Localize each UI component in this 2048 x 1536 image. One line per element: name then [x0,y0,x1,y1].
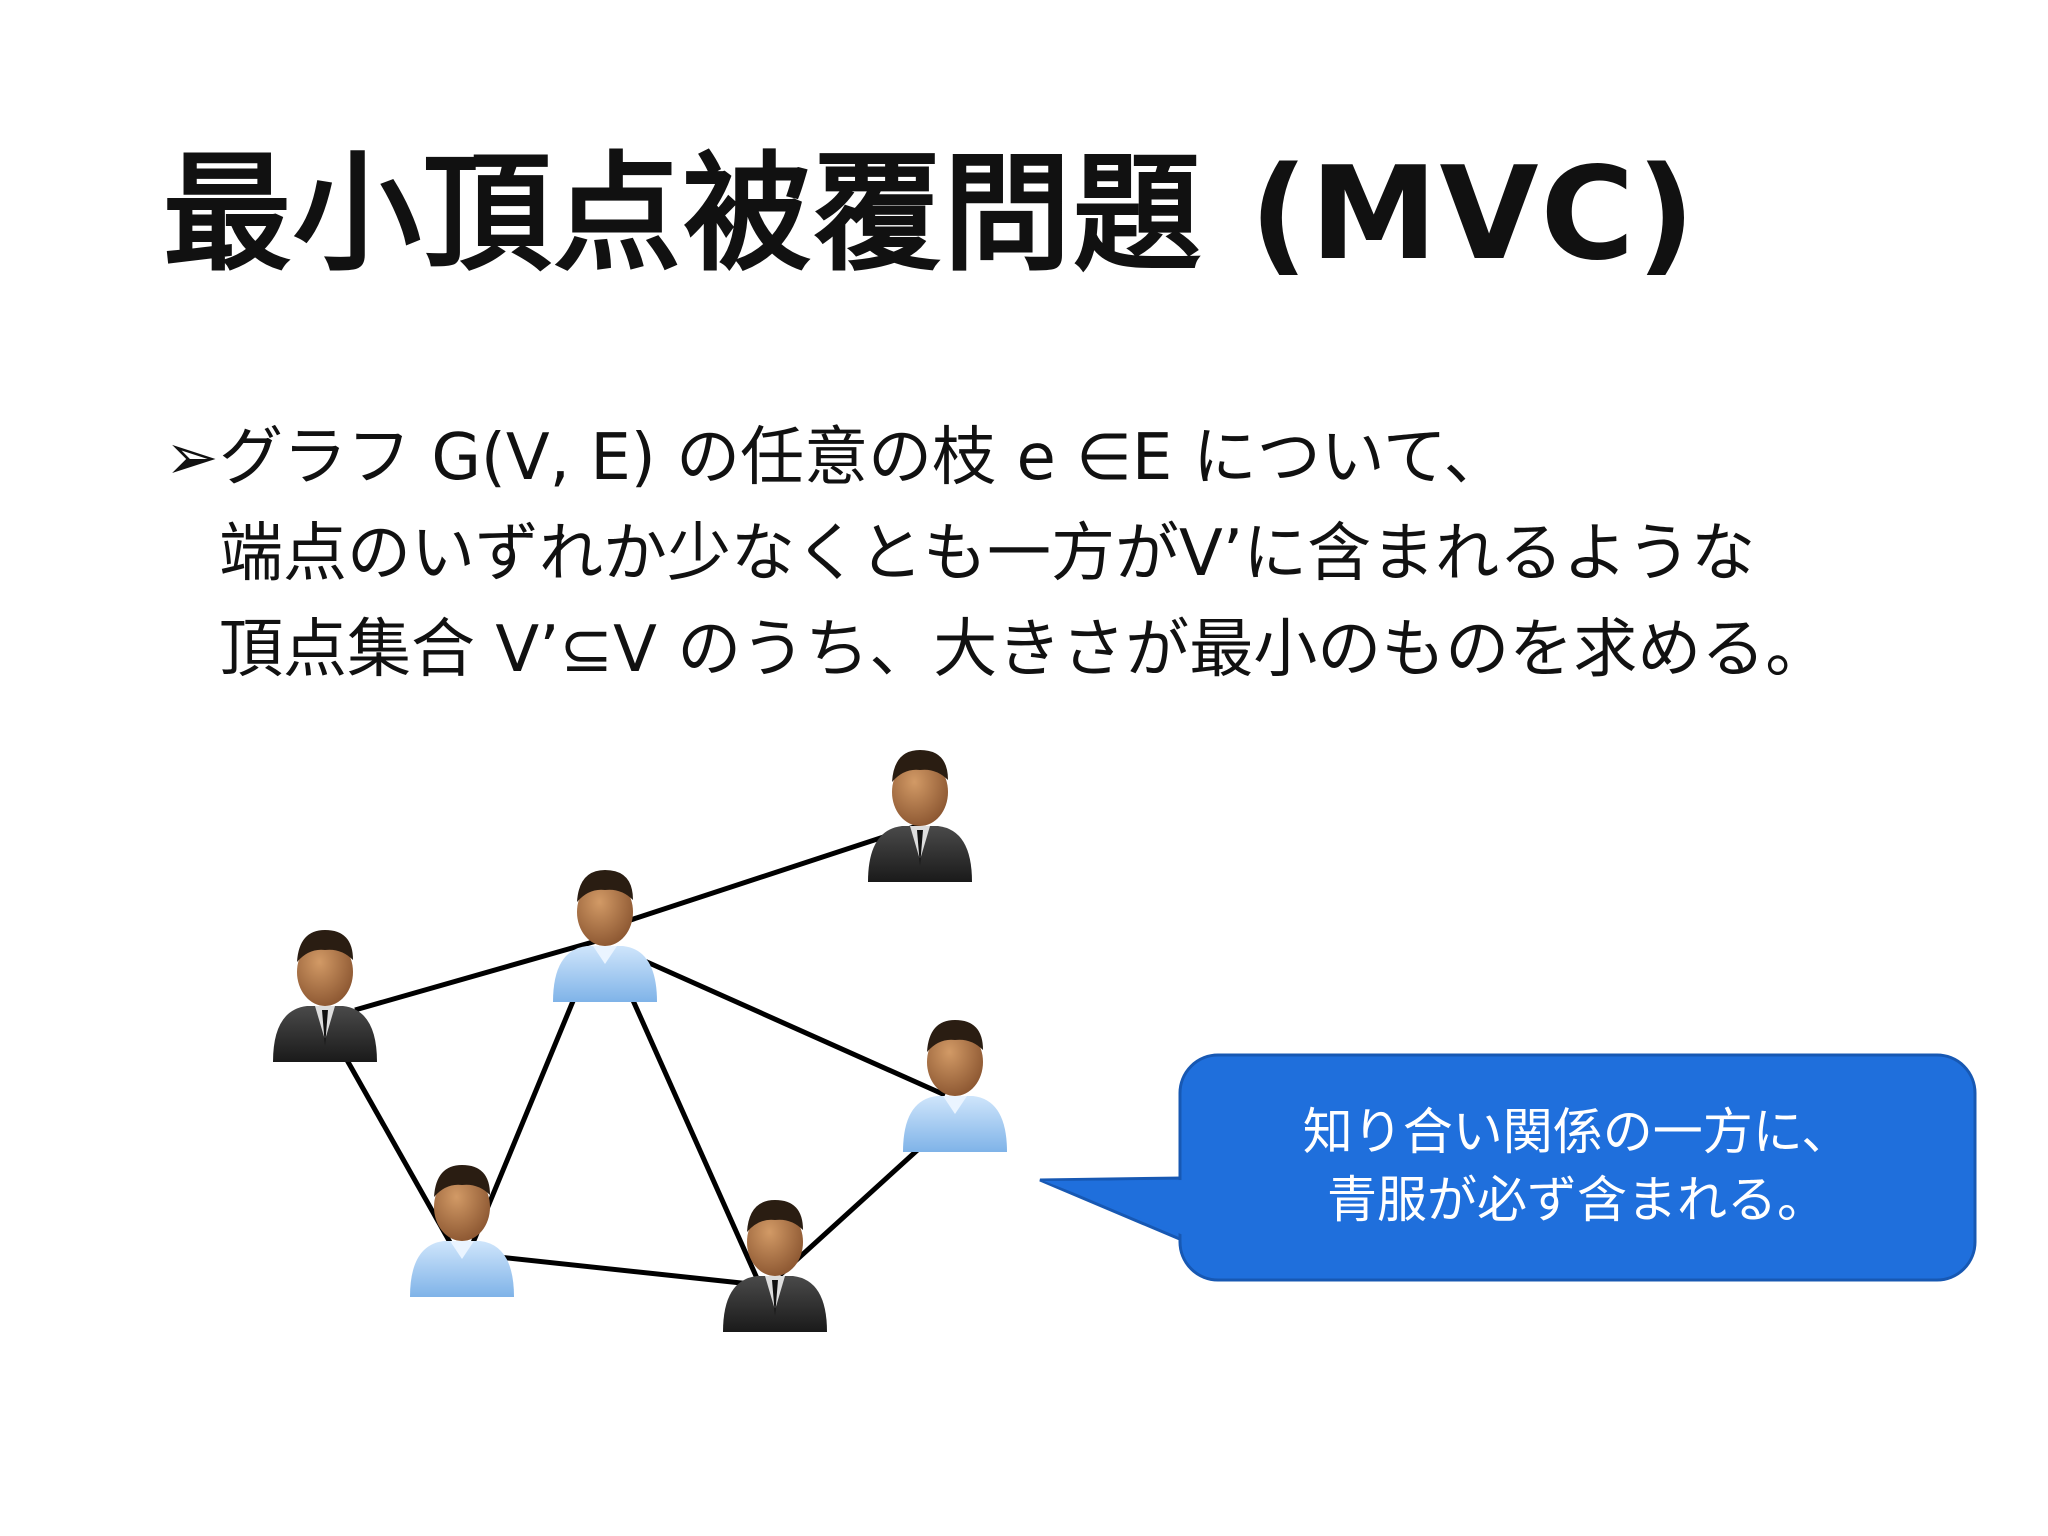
bullet-line-2: 端点のいずれか少なくとも一方がV’に含まれるような [219,517,1756,591]
callout-text: 知り合い関係の一方に、 青服が必ず含まれる。 [1182,1098,1972,1234]
edge-b-c [599,822,921,933]
edge-b-e [467,959,593,1251]
bullet-line-3: 頂点集合 V’⊆V のうち、大きさが最小のものを求める。 [219,613,1830,687]
callout-line-1: 知り合い関係の一方に、 [1302,1103,1852,1161]
person-node-b-blue-shirt-icon [553,870,657,1002]
person-node-a-dark-suit-icon [273,930,377,1062]
bullet-line-1: ➢グラフ G(V, E) の任意の枝 e ∈E について、 [165,410,1829,506]
slide-title: 最小頂点被覆問題 (MVC) [163,140,1697,289]
person-node-d-blue-shirt-icon [903,1020,1007,1152]
edge-e-f [479,1252,761,1288]
person-node-c-dark-suit-icon [868,750,972,882]
callout-line-2: 青服が必ず含まれる。 [1327,1171,1827,1229]
edge-a-b [354,937,601,1013]
bullet-line-1-text: グラフ G(V, E) の任意の枝 e ∈E について、 [219,421,1508,495]
bullet-text: ➢グラフ G(V, E) の任意の枝 e ∈E について、 端点のいずれか少なく… [165,410,1829,698]
edge-b-d [618,947,947,1098]
callout-bubble [1039,1053,1977,1282]
person-node-f-dark-suit-icon [723,1200,827,1332]
bullet-arrow-icon: ➢ [165,421,219,495]
edge-b-f [612,958,763,1287]
graph-edges [327,822,947,1288]
